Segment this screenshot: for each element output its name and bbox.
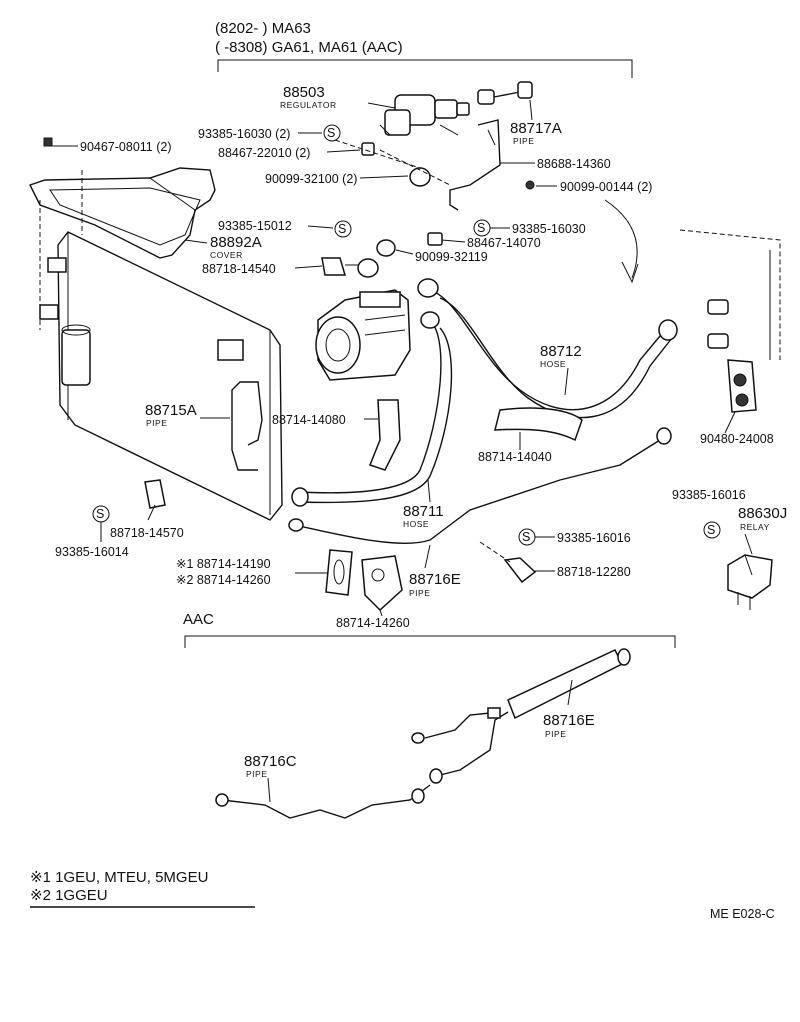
label-93385-16030-2: 93385-16030 (2) <box>198 127 290 141</box>
label-88711: 88711 <box>403 503 444 520</box>
hose-88711-part <box>299 319 442 494</box>
label-88715a: 88715A <box>145 402 197 419</box>
reference-code: ME E028-C <box>710 907 775 921</box>
label-relay: RELAY <box>740 522 770 532</box>
label-93385-16016-relay: 93385-16016 <box>672 488 746 502</box>
condenser-part <box>39 231 283 521</box>
svg-text:S: S <box>477 221 485 235</box>
svg-text:S: S <box>522 530 530 544</box>
footnote-2: ※2 1GGEU <box>30 887 108 904</box>
label-88714-14260: 88714-14260 <box>336 616 410 630</box>
label-90480-24008: 90480-24008 <box>700 432 774 446</box>
label-88717a: 88717A <box>510 120 562 137</box>
label-pipe-4: PIPE <box>545 729 566 739</box>
label-88892a: 88892A <box>210 234 262 251</box>
label-88503: 88503 <box>283 84 325 101</box>
label-88467-22010: 88467-22010 (2) <box>218 146 310 160</box>
label-88716e: 88716E <box>409 571 461 588</box>
svg-text:S: S <box>327 126 335 140</box>
label-88716c: 88716C <box>244 753 297 770</box>
label-cover: COVER <box>210 250 243 260</box>
label-regulator: REGULATOR <box>280 100 337 110</box>
direction-arrow <box>604 199 639 284</box>
label-pipe-5: PIPE <box>246 769 267 779</box>
label-88716e-aac: 88716E <box>543 712 595 729</box>
label-88467-14070: 88467-14070 <box>467 236 541 250</box>
bracket-88688-part <box>449 119 501 211</box>
label-88718-14540: 88718-14540 <box>202 262 276 276</box>
label-hose-1: HOSE <box>540 359 566 369</box>
label-note2-part: ※2 88714-14260 <box>176 573 271 587</box>
label-93385-16016: 93385-16016 <box>557 531 631 545</box>
pipe-88716e-aac-part <box>411 648 631 784</box>
label-90467-08011: 90467-08011 (2) <box>80 140 172 154</box>
label-88712: 88712 <box>540 343 582 360</box>
pipe-88717a-part <box>477 81 533 105</box>
hose-88714-14080-part <box>369 399 401 471</box>
label-90099-32119: 90099-32119 <box>415 250 488 264</box>
label-note1-part: ※1 88714-14190 <box>176 557 271 571</box>
label-88718-12280: 88718-12280 <box>557 565 631 579</box>
label-88630j: 88630J <box>738 505 787 522</box>
pipe-88715a-part <box>231 381 263 471</box>
washer-s-icon-5 <box>703 521 721 539</box>
footnote-1: ※1 1GEU, MTEU, 5MGEU <box>30 869 208 886</box>
label-88688-14360: 88688-14360 <box>537 157 611 171</box>
svg-text:S: S <box>707 523 715 537</box>
label-88714-14080: 88714-14080 <box>272 413 346 427</box>
grommet-90480-part <box>727 359 757 413</box>
clamp-88718-14540-part <box>321 257 379 278</box>
hose-88712-part <box>429 289 666 411</box>
aac-bracket <box>184 635 676 648</box>
washer-s-icon-2 <box>334 220 352 238</box>
label-93385-16014: 93385-16014 <box>55 545 129 559</box>
svg-text:S: S <box>96 507 104 521</box>
washer-s-icon <box>323 124 341 142</box>
label-hose-2: HOSE <box>403 519 429 529</box>
svg-text:S: S <box>338 222 346 236</box>
clamp-88718-14570-part <box>144 479 166 509</box>
label-93385-15012: 93385-15012 <box>218 219 292 233</box>
hose-88714-14040-part <box>494 407 583 442</box>
header-line1: (8202- ) MA63 <box>215 20 311 37</box>
pipe-88716c-part <box>221 784 431 819</box>
label-pipe-2: PIPE <box>146 418 167 428</box>
label-88718-14570: 88718-14570 <box>110 526 184 540</box>
vehicle-body-part <box>679 229 781 360</box>
pipe-88716e-part <box>294 439 661 544</box>
header-bracket <box>217 59 633 78</box>
label-pipe-3: PIPE <box>409 588 430 598</box>
mount-88714-14190-part <box>325 549 353 596</box>
label-88714-14040: 88714-14040 <box>478 450 552 464</box>
relay-88630j-part <box>727 554 773 610</box>
label-pipe-1: PIPE <box>513 136 534 146</box>
regulator-part <box>379 94 470 136</box>
compressor-part <box>315 289 411 381</box>
label-aac: AAC <box>183 611 214 628</box>
label-90099-32100: 90099-32100 (2) <box>265 172 357 186</box>
label-93385-16030: 93385-16030 <box>512 222 586 236</box>
mount-88714-14260-part <box>361 555 403 612</box>
clamp-88718-12280-part <box>503 557 537 584</box>
header-line2: ( -8308) GA61, MA61 (AAC) <box>215 39 403 56</box>
cover-88892a-part <box>29 167 216 259</box>
label-90099-00144: 90099-00144 (2) <box>560 180 652 194</box>
